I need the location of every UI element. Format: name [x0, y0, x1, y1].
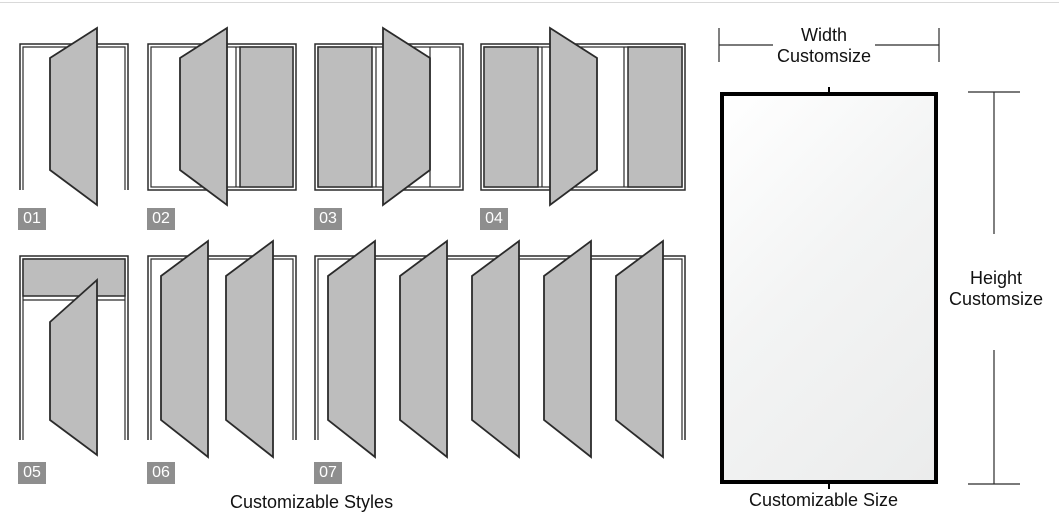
height-label-line2: Customsize — [949, 289, 1044, 309]
height-label-line1: Height — [970, 268, 1023, 288]
style-badge-05: 05 — [18, 462, 46, 484]
style-badge-07: 07 — [314, 462, 342, 484]
width-label-line1: Width — [801, 25, 848, 45]
style-badge-06: 06 — [147, 462, 175, 484]
size-caption: Customizable Size — [749, 490, 899, 510]
styles-caption: Customizable Styles — [230, 492, 394, 512]
style-badge-03: 03 — [314, 208, 342, 230]
style-badge-04: 04 — [480, 208, 508, 230]
height-label: Height Customsize — [945, 268, 1048, 310]
width-label-line2: Customsize — [777, 46, 872, 66]
style-badge-01: 01 — [18, 208, 46, 230]
top-divider — [0, 2, 1059, 3]
style-badge-02: 02 — [147, 208, 175, 230]
custom-size-glass-panel[interactable] — [720, 92, 938, 484]
width-label: Width Customsize — [773, 25, 876, 67]
